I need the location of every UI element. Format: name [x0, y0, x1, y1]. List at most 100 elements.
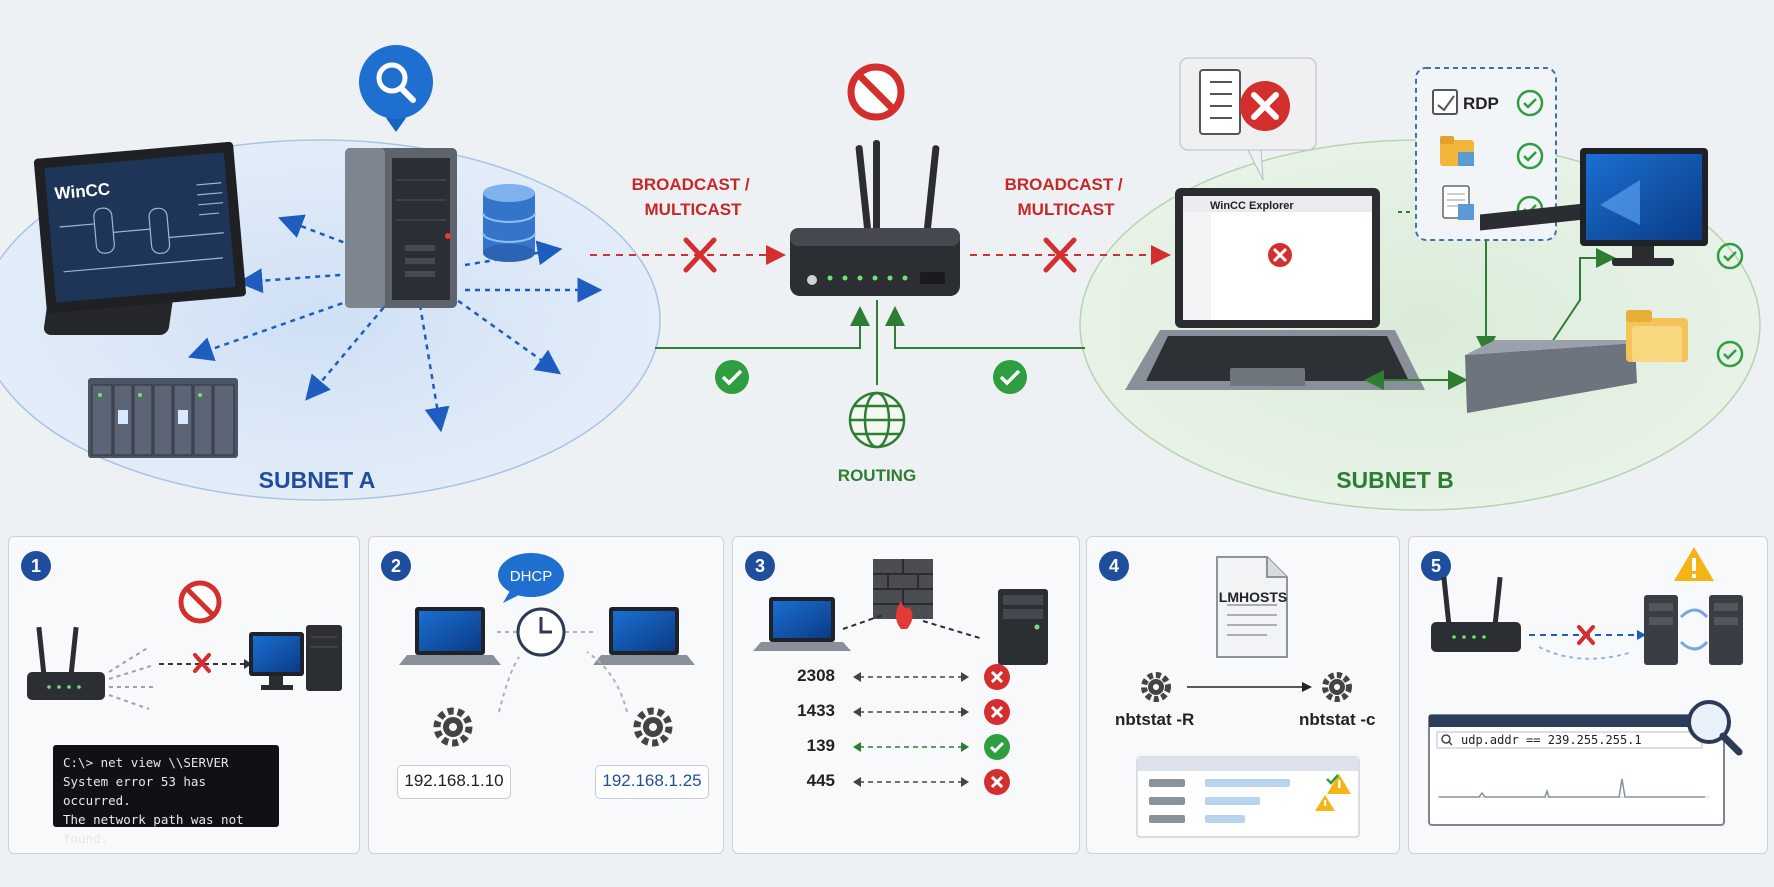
- panel-4: 4 LMHOSTS nbtstat -R nbtstat -c: [1086, 536, 1400, 854]
- desktop-monitor-icon: [1580, 148, 1708, 266]
- broadcast-label-left: BROADCAST / MULTICAST: [632, 175, 755, 219]
- step-number: 1: [21, 551, 51, 581]
- check-icon: [1716, 340, 1744, 368]
- panel-4-graphic: [1136, 556, 1360, 838]
- dhcp-bubble-icon: [498, 553, 564, 603]
- server-tower-icon: [345, 148, 457, 308]
- step-number: 4: [1099, 551, 1129, 581]
- warning-icon: [1315, 795, 1335, 811]
- broadcast-blocked-lines: [590, 237, 1171, 273]
- laptop-icon: [399, 607, 501, 665]
- laptop-wincc-explorer: [1125, 188, 1425, 390]
- lmhosts-label: LMHOSTS: [1218, 589, 1288, 605]
- troubleshooting-panels: 1 C:\> net: [0, 528, 1774, 887]
- shared-folder-icon: [1440, 136, 1474, 166]
- magnifier-icon: [1687, 700, 1743, 756]
- check-icon: [1516, 142, 1544, 170]
- port-number: 1433: [797, 701, 835, 720]
- port-connection: [853, 734, 1010, 760]
- port-number: 445: [806, 771, 835, 790]
- cache-table: [1136, 756, 1360, 838]
- check-icon: [1516, 89, 1544, 117]
- blocked-x-icon: [1043, 237, 1077, 273]
- port-row: 139: [733, 732, 1079, 762]
- port-number: 139: [806, 736, 835, 755]
- capture-filter-text: udp.addr == 239.255.255.1: [1461, 733, 1642, 747]
- wincc-monitor: [33, 141, 246, 335]
- server-tower-icon: [1644, 595, 1678, 665]
- port-row: 445: [733, 767, 1079, 797]
- wincc-screen-label: WinCC: [54, 179, 111, 203]
- server-tower-icon: [1709, 595, 1743, 665]
- prohibited-icon: [847, 63, 905, 121]
- nbtstat-reload-command: nbtstat -R: [1115, 710, 1195, 729]
- rdp-icon: [1432, 89, 1458, 115]
- terminal-line: System error 53 has occurred.: [63, 774, 206, 808]
- panel-3-graphic: [753, 559, 1048, 665]
- subnet-b-links: [1364, 211, 1616, 390]
- port-row: 1433: [733, 697, 1079, 727]
- port-connection: [853, 664, 1010, 690]
- gear-icon: [1322, 672, 1352, 702]
- step-number: 2: [381, 551, 411, 581]
- desktop-pc-icon: [249, 625, 342, 691]
- prohibited-icon: [178, 580, 222, 624]
- checklist-error-bubble: [1179, 57, 1317, 181]
- network-diagram: BROADCAST / MULTICAST BROADCAST / MULTIC…: [0, 45, 1761, 511]
- clock-icon: [516, 607, 566, 657]
- rdp-label: RDP: [1463, 94, 1499, 113]
- check-icon: [1716, 242, 1744, 270]
- laptop-icon: [753, 597, 851, 651]
- router-icon: [790, 140, 960, 296]
- port-connection: [853, 699, 1010, 725]
- routing-links: [655, 300, 1085, 394]
- capture-window: [1428, 714, 1725, 826]
- search-pin-icon: [359, 45, 433, 132]
- explorer-title: WinCC Explorer: [1210, 200, 1294, 212]
- document-icon: [1442, 185, 1474, 220]
- gear-icon: [433, 707, 473, 747]
- router-icon: [27, 626, 105, 700]
- gear-icon: [633, 707, 673, 747]
- port-number: 2308: [797, 666, 835, 685]
- warning-icon: [1674, 547, 1714, 581]
- search-icon: [1441, 734, 1453, 746]
- server-tower-icon: [998, 589, 1048, 665]
- step-number: 3: [745, 551, 775, 581]
- routing-label: ROUTING: [838, 466, 916, 485]
- router-icon: [1431, 576, 1521, 652]
- globe-icon: [848, 391, 906, 449]
- port-connection: [853, 769, 1010, 795]
- plc-rack-icon: [88, 378, 238, 458]
- dhcp-label: DHCP: [510, 568, 553, 585]
- panel-5: 5: [1408, 536, 1768, 854]
- panel-5-graphic: [1428, 547, 1743, 826]
- panel-3: 3 2308 1433 139 445: [732, 536, 1080, 854]
- panel-1: 1 C:\> net: [8, 536, 360, 854]
- document-icon: [1216, 556, 1288, 658]
- terminal-line: C:\> net view \\SERVER: [63, 755, 229, 770]
- port-row: 2308: [733, 662, 1079, 692]
- ip-address-left: 192.168.1.10: [397, 765, 511, 799]
- terminal-output: C:\> net view \\SERVER System error 53 h…: [53, 745, 279, 846]
- gear-icon: [1141, 672, 1171, 702]
- panel-2-graphic: DHCP: [399, 553, 695, 747]
- folder-icon: [1626, 310, 1688, 362]
- blocked-x-icon: [193, 653, 211, 673]
- check-icon: [993, 360, 1027, 394]
- panel-2: 2 DHCP: [368, 536, 724, 854]
- subnet-a-label: SUBNET A: [259, 467, 376, 493]
- step-number: 5: [1421, 551, 1451, 581]
- database-icon: [482, 184, 536, 262]
- subnet-b-label: SUBNET B: [1336, 467, 1454, 493]
- warning-icon: [1327, 774, 1351, 794]
- broadcast-label-right: BROADCAST / MULTICAST: [1005, 175, 1128, 219]
- nbtstat-cache-command: nbtstat -c: [1299, 710, 1376, 729]
- blocked-x-icon: [683, 237, 717, 273]
- ip-address-right: 192.168.1.25: [595, 765, 709, 799]
- firewall-icon: [873, 559, 933, 629]
- check-icon: [1326, 774, 1339, 785]
- blocked-x-icon: [1577, 625, 1595, 645]
- laptop-icon: [593, 607, 695, 665]
- panel-1-graphic: [27, 580, 342, 710]
